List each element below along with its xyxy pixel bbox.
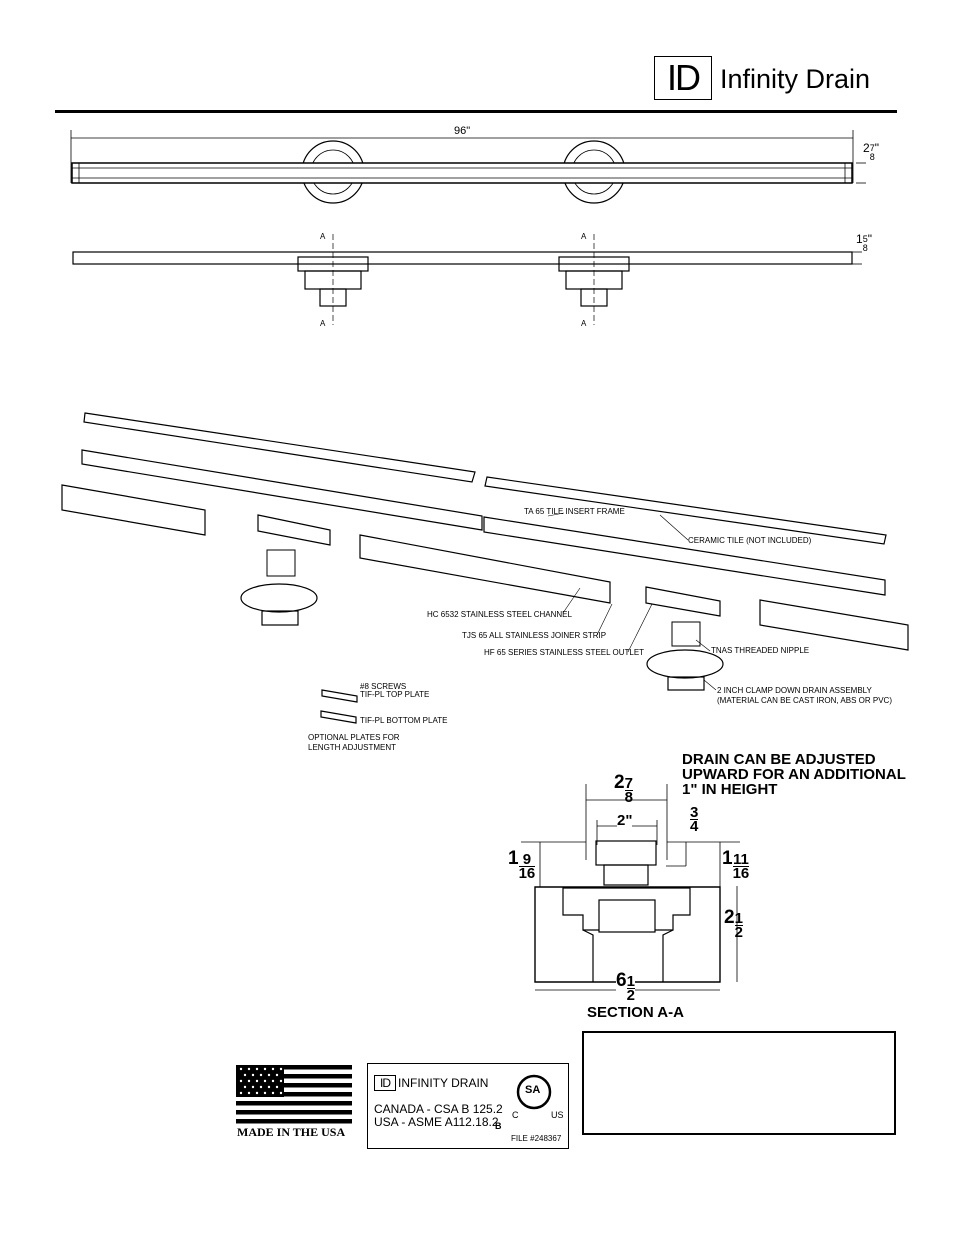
- certification-label: ID INFINITY DRAIN CANADA - CSA B 125.2 U…: [367, 1063, 569, 1149]
- csa-mark-icon: [516, 1074, 552, 1110]
- drain-material-label: (MATERIAL CAN BE CAST IRON, ABS OR PVC): [717, 696, 892, 705]
- cert-brand: INFINITY DRAIN: [398, 1076, 489, 1090]
- section-view: [521, 784, 740, 991]
- top-plate-label: TIF-PL TOP PLATE: [360, 690, 430, 699]
- info-box: [582, 1031, 896, 1135]
- usa-flag-icon: [236, 1065, 352, 1124]
- top-view: [70, 130, 866, 204]
- brand-name: Infinity Drain: [720, 64, 871, 94]
- drain-assembly-label: 2 INCH CLAMP DOWN DRAIN ASSEMBLY: [717, 686, 872, 695]
- inner-width-dimension: 2": [617, 812, 633, 829]
- outlet-label: HF 65 SERIES STAINLESS STEEL OUTLET: [484, 648, 645, 657]
- section-note-line: 1" IN HEIGHT: [682, 781, 778, 798]
- section-mark: A: [320, 232, 326, 241]
- csa-c: C: [512, 1110, 519, 1120]
- length-dimension: 96": [454, 125, 471, 137]
- joiner-strip-label: TJS 65 ALL STAINLESS JOINER STRIP: [462, 631, 607, 640]
- section-mark: A: [581, 232, 587, 241]
- screws-label: #8 SCREWS: [360, 682, 407, 691]
- nipple-label: TNAS THREADED NIPPLE: [711, 646, 810, 655]
- csa-mark-text: SA: [525, 1084, 541, 1096]
- length-adjustment-label: LENGTH ADJUSTMENT: [308, 743, 397, 752]
- side-view: [72, 234, 862, 325]
- section-note-line: UPWARD FOR AN ADDITIONAL: [682, 766, 906, 783]
- tile-frame-label: TA 65 TILE INSERT FRAME: [524, 507, 625, 516]
- ceramic-tile-label: CERAMIC TILE (NOT INCLUDED): [688, 536, 812, 545]
- made-in-usa-caption: MADE IN THE USA: [237, 1125, 346, 1139]
- cert-usa: USA - ASME A112.18.2: [374, 1115, 499, 1129]
- section-title: SECTION A-A: [587, 1004, 684, 1021]
- section-mark: A: [581, 319, 587, 328]
- channel-label: HC 6532 STAINLESS STEEL CHANNEL: [427, 610, 572, 619]
- header-rule: [55, 110, 897, 113]
- csa-us: US: [551, 1110, 564, 1120]
- section-note-line: DRAIN CAN BE ADJUSTED: [682, 751, 876, 768]
- exploded-view: [61, 412, 909, 724]
- cert-b-mark: B: [495, 1121, 502, 1131]
- optional-plates-label: OPTIONAL PLATES FOR: [308, 733, 400, 742]
- section-mark: A: [320, 319, 326, 328]
- cert-logo-mark: ID: [374, 1075, 396, 1091]
- logo-mark: ID: [654, 56, 712, 100]
- cert-canada: CANADA - CSA B 125.2: [374, 1102, 503, 1116]
- bottom-plate-label: TIF-PL BOTTOM PLATE: [360, 716, 448, 725]
- file-number: FILE #248367: [511, 1134, 562, 1143]
